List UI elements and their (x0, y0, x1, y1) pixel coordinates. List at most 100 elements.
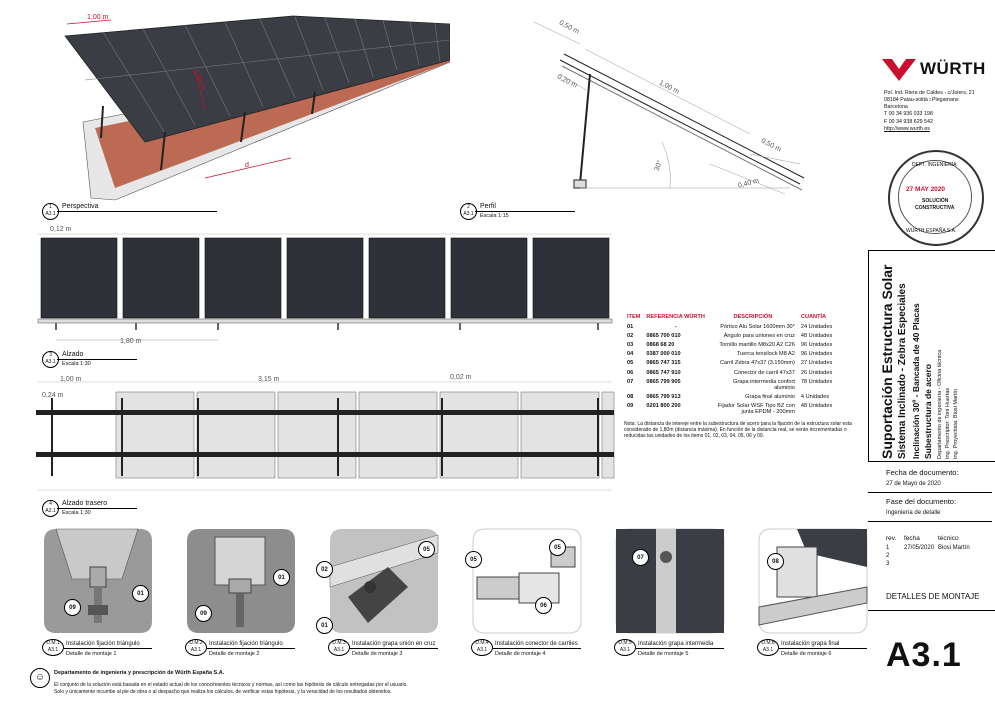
bom-item: 02 (627, 332, 634, 339)
project-prescriptor: Ing. Prescriptor: Toni Huertas (945, 387, 951, 459)
bom-qty: 27 Unidades (800, 360, 833, 367)
detail-subtitle: Detalle de montaje 2 (209, 651, 260, 657)
bom-qty: 26 Unidades (800, 369, 833, 376)
bom-item: 05 (627, 360, 634, 367)
rear-dim-1: 1,00 m (60, 376, 82, 383)
bom-ref: 0865 747 910 (646, 369, 681, 376)
rev-header-date: fecha (904, 535, 920, 542)
bom-ref: 0865 799 905 (646, 378, 681, 385)
rear-dim-3: 3,15 m (258, 376, 280, 383)
detail-callout: 07 (632, 549, 649, 566)
bom-ref: 0201 800 200 (646, 403, 681, 410)
detail-callout: 05 (418, 541, 435, 558)
rev-row: 2 (886, 553, 992, 559)
view-sheet: A3.1 (45, 211, 56, 217)
bom-note: Nota: La distancia de intereje entre la … (624, 420, 852, 439)
dim-width-label: 1,00 m (87, 14, 109, 21)
detail-subtitle: Detalle de montaje 5 (638, 651, 689, 657)
view-number: 4 (49, 501, 52, 507)
bom-row: 09 0201 800 200 Fijador Solar WSF Tipo BZ … (624, 402, 835, 417)
stamp-line-1: SOLUCIÓN (922, 198, 949, 204)
bom-qty: 4 Unidades (800, 393, 830, 400)
rev-num: 2 (886, 553, 890, 559)
detail-sheet: A3.1 (333, 647, 345, 653)
detail-sheet: A3.1 (47, 647, 59, 653)
detail-callout: 02 (316, 561, 333, 578)
detail-title: Instalación fijación triángulo (209, 641, 283, 647)
bom-item: 07 (627, 378, 634, 385)
rev-header-rev: rev. (886, 535, 897, 542)
bom-table: ITEM REFERENCIA WÜRTH DESCRIPCIÓN CUANTÍ… (624, 312, 835, 417)
bom-ref: 0865 799 913 (646, 393, 681, 400)
company-address: Pol. Ind. Riera de Caldes - c/Joiers, 21… (884, 90, 975, 133)
detail-5-image (615, 528, 725, 634)
detail-title: Instalación grapa final (781, 641, 840, 647)
detail-sheet: A3.1 (476, 647, 488, 653)
sheet-title: DETALLES DE MONTAJE (886, 592, 980, 601)
bom-qty: 78 Unidades (800, 378, 833, 385)
view-title: Perfil (480, 203, 496, 210)
detail-number: D.M.4 (475, 640, 489, 646)
view-number: 1 (49, 204, 52, 210)
engineer-icon: ☺ (30, 668, 50, 688)
doc-date: 27 de Mayo de 2020 (886, 481, 941, 487)
view-title: Perspectiva (62, 203, 99, 210)
bom-desc: Grapa intermedia confort aluminio (733, 378, 795, 391)
bom-header-ref: REFERENCIA WÜRTH (646, 314, 705, 320)
website-link[interactable]: http://www.wurth.es (884, 125, 930, 132)
detail-1-image (44, 528, 152, 633)
bom-desc: Fijador Solar WSF Tipo BZ con junta EPDM… (717, 403, 795, 416)
bom-header-desc: DESCRIPCIÓN (733, 314, 773, 320)
view-sheet: A3.1 (45, 508, 56, 514)
bom-item: 06 (627, 369, 634, 376)
address-line-1: Pol. Ind. Riera de Caldes - c/Joiers, 21 (884, 90, 975, 96)
phone: T 00 34 936 033 198 (884, 111, 933, 118)
bom-header-qty: CUANTÍA (800, 314, 827, 320)
detail-subtitle: Detalle de montaje 4 (495, 651, 546, 657)
view-number: 3 (49, 352, 52, 358)
detail-callout: 06 (535, 597, 552, 614)
rev-date (904, 561, 938, 567)
bom-ref: 0865 700 010 (646, 332, 681, 339)
bom-ref: - (674, 323, 677, 330)
detail-callout: 01 (132, 585, 149, 602)
project-title: Suportación Estructura Solar (879, 264, 895, 459)
view-sheet: A3.1 (45, 359, 56, 365)
detail-3-image (329, 529, 439, 633)
detail-number: D.M.5 (618, 640, 632, 646)
detail-callout: 08 (767, 553, 784, 570)
view-sheet: A3.1 (463, 211, 474, 217)
detail-subtitle: Detalle de montaje 3 (352, 651, 403, 657)
detail-6-image (758, 528, 868, 634)
bom-qty: 24 Unidades (800, 323, 833, 330)
bom-item: 09 (627, 403, 634, 410)
detail-sheet: A3.1 (619, 647, 631, 653)
approval-stamp: DEPT. INGENIERÍA 27 MAY 2020 SOLUCIÓN CO… (888, 150, 984, 246)
detail-callout: 05 (465, 551, 482, 568)
detail-title: Instalación grapa unión en cruz (352, 641, 436, 647)
title-block: WÜRTH Pol. Ind. Riera de Caldes - c/Joie… (868, 0, 995, 703)
bom-table-block: ITEM REFERENCIA WÜRTH DESCRIPCIÓN CUANTÍ… (624, 312, 864, 439)
project-subtitle-2: Inclinación 30º - Bancada de 40 Placas (911, 303, 921, 459)
footer-dept: Departamento de ingeniería y prescripció… (54, 670, 225, 676)
bom-row: 01-Pórtico Alu Solar 1600mm 30°24 Unidad… (624, 322, 835, 331)
bom-item: 08 (627, 393, 634, 400)
bom-ref: 0865 747 315 (646, 360, 681, 367)
detail-subtitle: Detalle de montaje 1 (66, 651, 117, 657)
fax: F 00 34 938 629 542 (884, 118, 933, 125)
bom-item: 04 (627, 351, 634, 358)
bom-desc: Grapa final aluminio (745, 393, 795, 400)
elevation-drawing: 0,12 m 1,80 m (32, 226, 617, 346)
bom-qty: 96 Unidades (800, 351, 833, 358)
